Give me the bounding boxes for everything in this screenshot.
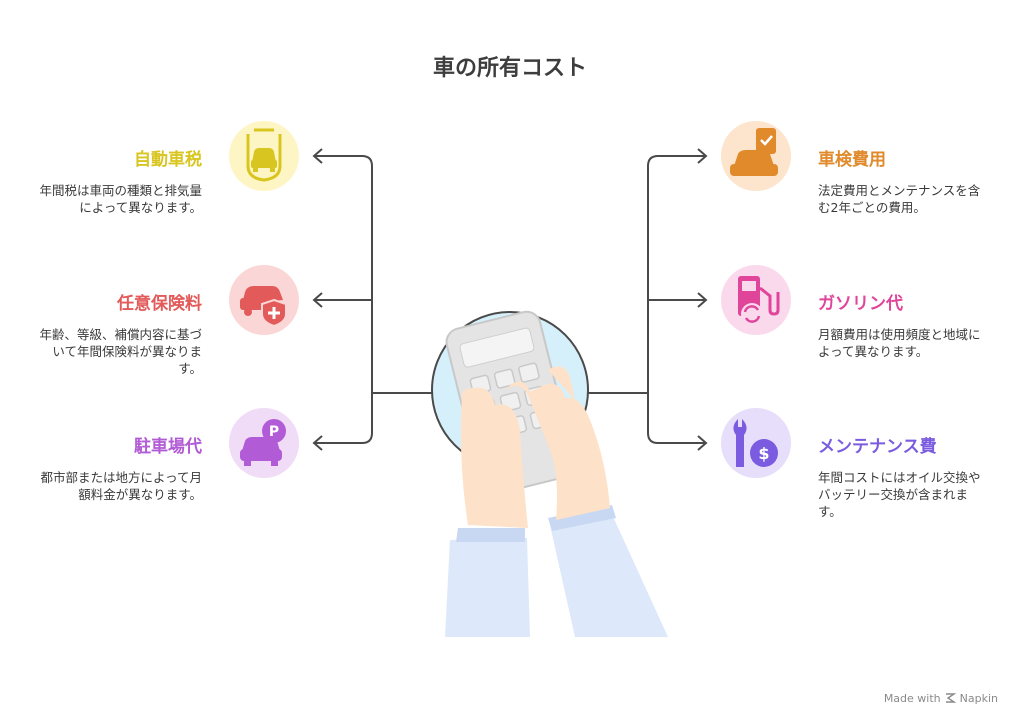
hand-calculator-icon bbox=[431, 310, 668, 637]
napkin-brand-label: Napkin bbox=[959, 692, 998, 705]
item-title: ガソリン代 bbox=[818, 294, 903, 314]
item-title: 駐車場代 bbox=[134, 437, 202, 457]
item-description: 法定費用とメンテナンスを含む2年ごとの費用。 bbox=[818, 183, 981, 215]
item-description: 年間税は車両の種類と排気量によって異なります。 bbox=[39, 183, 202, 215]
item-title: メンテナンス費 bbox=[818, 437, 937, 457]
arrow-head bbox=[697, 292, 708, 308]
arrow-head bbox=[312, 148, 323, 164]
item-description: 年齢、等級、補償内容に基づいて年間保険料が異なります。 bbox=[39, 327, 202, 376]
arrow-head bbox=[697, 148, 708, 164]
svg-text:$: $ bbox=[758, 444, 769, 463]
parking-car-icon: P bbox=[229, 408, 299, 478]
page-title: 車の所有コスト bbox=[432, 56, 587, 81]
arrow-head bbox=[697, 435, 708, 451]
arrow-head bbox=[312, 292, 323, 308]
arrow-head bbox=[312, 435, 323, 451]
item-description: 月額費用は使用頻度と地域によって異なります。 bbox=[818, 327, 981, 359]
wrench-dollar-icon: $ bbox=[721, 408, 791, 478]
footer: Made with Napkin bbox=[884, 692, 998, 705]
item-title: 任意保険料 bbox=[117, 294, 202, 314]
item-title: 自動車税 bbox=[134, 150, 202, 170]
car-tax-icon bbox=[229, 121, 299, 191]
connectors bbox=[312, 148, 708, 451]
car-insurance-icon bbox=[229, 265, 299, 335]
item-title: 車検費用 bbox=[818, 150, 886, 170]
car-inspection-icon bbox=[721, 121, 791, 191]
item-description: 都市部または地方によって月額料金が異なります。 bbox=[40, 470, 202, 502]
svg-text:P: P bbox=[269, 424, 279, 440]
made-with-label: Made with bbox=[883, 692, 941, 705]
item-description: 年間コストにはオイル交換やバッテリー交換が含まれます。 bbox=[818, 470, 981, 519]
napkin-logo-icon bbox=[945, 693, 956, 703]
fuel-pump-icon bbox=[721, 265, 791, 335]
